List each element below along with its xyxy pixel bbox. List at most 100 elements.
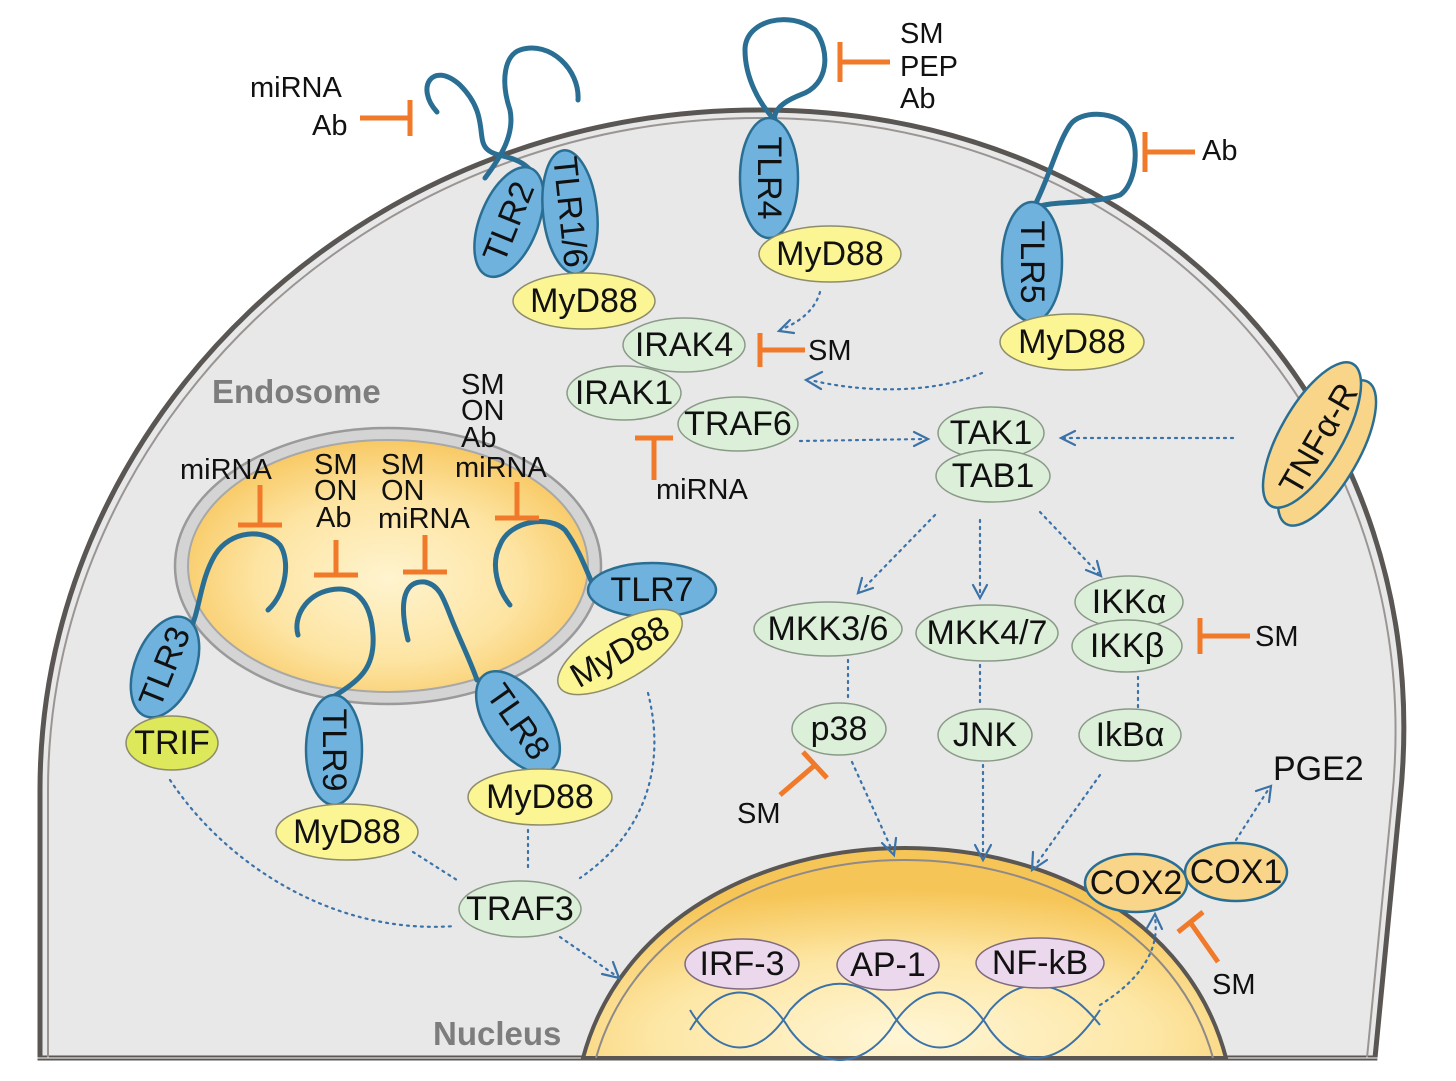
tnfr-receptor: TNFα-R	[1261, 361, 1378, 527]
tlr7-receptor: TLR7	[586, 561, 718, 619]
tlr16-ectodomain	[482, 45, 581, 181]
inhibition-markers	[238, 42, 1250, 964]
arrowhead	[856, 576, 875, 595]
myd88-tlr2-node: MyD88	[512, 272, 656, 330]
arrow-cox1-pge2	[1234, 788, 1270, 842]
mirna-label: miRNA	[455, 452, 547, 484]
tlr3-ectodomain	[187, 531, 289, 633]
transcription-factors: IRF-3 AP-1 NF-kB	[684, 937, 1105, 991]
mirna-label: miRNA	[378, 503, 470, 535]
mirna-label: miRNA	[180, 454, 272, 486]
arrowhead	[776, 318, 796, 335]
traf6-node: TRAF6	[677, 396, 799, 452]
tak1-label: TAK1	[950, 414, 1033, 452]
tlr5-receptor: TLR5	[1000, 200, 1064, 324]
nfkb-label: NF-kB	[992, 944, 1088, 982]
mirna-label: miRNA	[250, 72, 342, 104]
inhibit-p38	[778, 750, 829, 797]
myd88-label: MyD88	[293, 813, 401, 851]
nfkb-node: NF-kB	[975, 937, 1105, 989]
irak1-node: IRAK1	[566, 365, 682, 421]
link-myd88tlr9-traf3	[411, 850, 462, 884]
tlr7-ectodomain	[492, 519, 599, 608]
sm-label: SM	[314, 449, 358, 481]
irf3-node: IRF-3	[684, 938, 800, 990]
arrow-myd88-irak4	[778, 290, 822, 332]
link-trif-traf3	[168, 778, 457, 928]
tlr5-ectodomain	[1032, 111, 1138, 211]
arrowhead	[1145, 911, 1164, 931]
inhibit-tlr7	[495, 482, 539, 521]
kinases: MKK3/6 MKK4/7 IKKα IKKβ p38 JNK IkBα	[753, 575, 1184, 762]
inhibit-cox2	[1176, 910, 1221, 964]
mkk47-label: MKK4/7	[927, 614, 1048, 652]
ab-label: Ab	[316, 502, 351, 534]
arrow-dna-cox2	[1098, 916, 1157, 1007]
tab1-node: TAB1	[935, 449, 1051, 503]
tlr7-label: TLR7	[610, 571, 693, 609]
tlr9-label: TLR9	[315, 708, 353, 791]
sm-label: SM	[900, 18, 944, 50]
nucleus-label: Nucleus	[433, 1015, 561, 1052]
cox2-node: COX2	[1083, 852, 1189, 914]
mirna-label: miRNA	[656, 474, 748, 506]
ab-label: Ab	[461, 422, 496, 454]
traf3-node: TRAF3	[458, 880, 582, 938]
inhibit-tlr3	[238, 485, 282, 528]
tlr16-receptor: TLR1/6	[541, 149, 599, 275]
on-label: ON	[314, 475, 358, 507]
inhibit-tlr8	[403, 535, 447, 575]
sm-label: SM	[1255, 621, 1299, 653]
arrowhead	[1254, 784, 1273, 804]
enzymes: COX2 COX1 PGE2	[1083, 750, 1364, 914]
arrow-traf3-nucleus	[558, 935, 617, 977]
ab-label: Ab	[1202, 135, 1237, 167]
p38-node: p38	[791, 702, 887, 756]
cox2-label: COX2	[1090, 864, 1183, 902]
sm-label: SM	[808, 335, 852, 367]
inhibit-tlr4	[837, 42, 890, 82]
cox1-node: COX1	[1183, 841, 1289, 903]
mkk36-label: MKK3/6	[768, 610, 889, 648]
irak4-node: IRAK4	[622, 317, 746, 373]
myd88-label: MyD88	[776, 235, 884, 273]
arrowhead	[1058, 429, 1077, 447]
tab1-label: TAB1	[952, 457, 1035, 495]
tlr8-ectodomain	[400, 579, 480, 683]
ikba-node: IkBα	[1078, 708, 1182, 762]
arrowhead	[803, 370, 824, 391]
on-label: ON	[461, 395, 505, 427]
signaling-arrows	[168, 290, 1273, 1007]
sm-label: SM	[381, 449, 425, 481]
sm-label: SM	[461, 369, 505, 401]
ikkb-node: IKKβ	[1071, 619, 1183, 673]
surface-receptors: TLR2 TLR1/6 TLR4 TLR5 TNFα-R	[473, 116, 1378, 527]
link-myd88tlr7-traf3	[578, 691, 656, 880]
inhibit-tlr5	[1142, 132, 1195, 172]
pep-label: PEP	[900, 51, 958, 83]
tlr4-receptor: TLR4	[738, 116, 800, 240]
tlr4-ectodomain	[742, 17, 828, 127]
myd88-label: MyD88	[1018, 323, 1126, 361]
jnk-node: JNK	[937, 708, 1033, 762]
on-label: ON	[381, 475, 425, 507]
trif-node: TRIF	[125, 715, 219, 771]
tak1-node: TAK1	[937, 406, 1045, 460]
pge2-label: PGE2	[1273, 750, 1364, 788]
myd88-tlr9-node: MyD88	[275, 803, 419, 861]
endosome-label: Endosome	[212, 373, 381, 410]
p38-label: p38	[811, 710, 868, 748]
arrowhead	[1030, 850, 1049, 873]
ap1-node: AP-1	[836, 939, 940, 991]
tlr5-label: TLR5	[1013, 220, 1051, 303]
inhibit-irak4	[757, 333, 805, 367]
arrowhead	[880, 836, 898, 858]
inhibit-ikk	[1197, 618, 1250, 654]
irak1-label: IRAK1	[575, 374, 673, 412]
irak4-label: IRAK4	[635, 326, 733, 364]
mkk36-node: MKK3/6	[753, 601, 903, 657]
tlr4-label: TLR4	[750, 136, 788, 219]
arrow-myd88tlr5-irak	[808, 371, 984, 391]
ikba-label: IkBα	[1096, 716, 1165, 754]
arrowhead	[973, 843, 993, 863]
